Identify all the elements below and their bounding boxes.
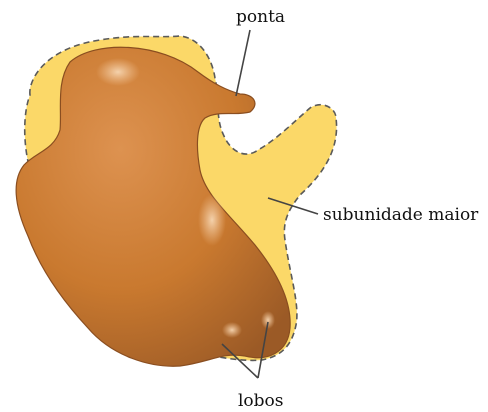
- large-subunit-label: subunidade maior: [323, 205, 479, 225]
- lobes-label: lobos: [238, 391, 284, 411]
- tip-leader-line: [236, 30, 250, 96]
- highlight-lower-lobe: [222, 322, 242, 338]
- highlight-right-side: [198, 194, 226, 246]
- highlight-head: [96, 58, 140, 86]
- tip-label: ponta: [236, 7, 285, 27]
